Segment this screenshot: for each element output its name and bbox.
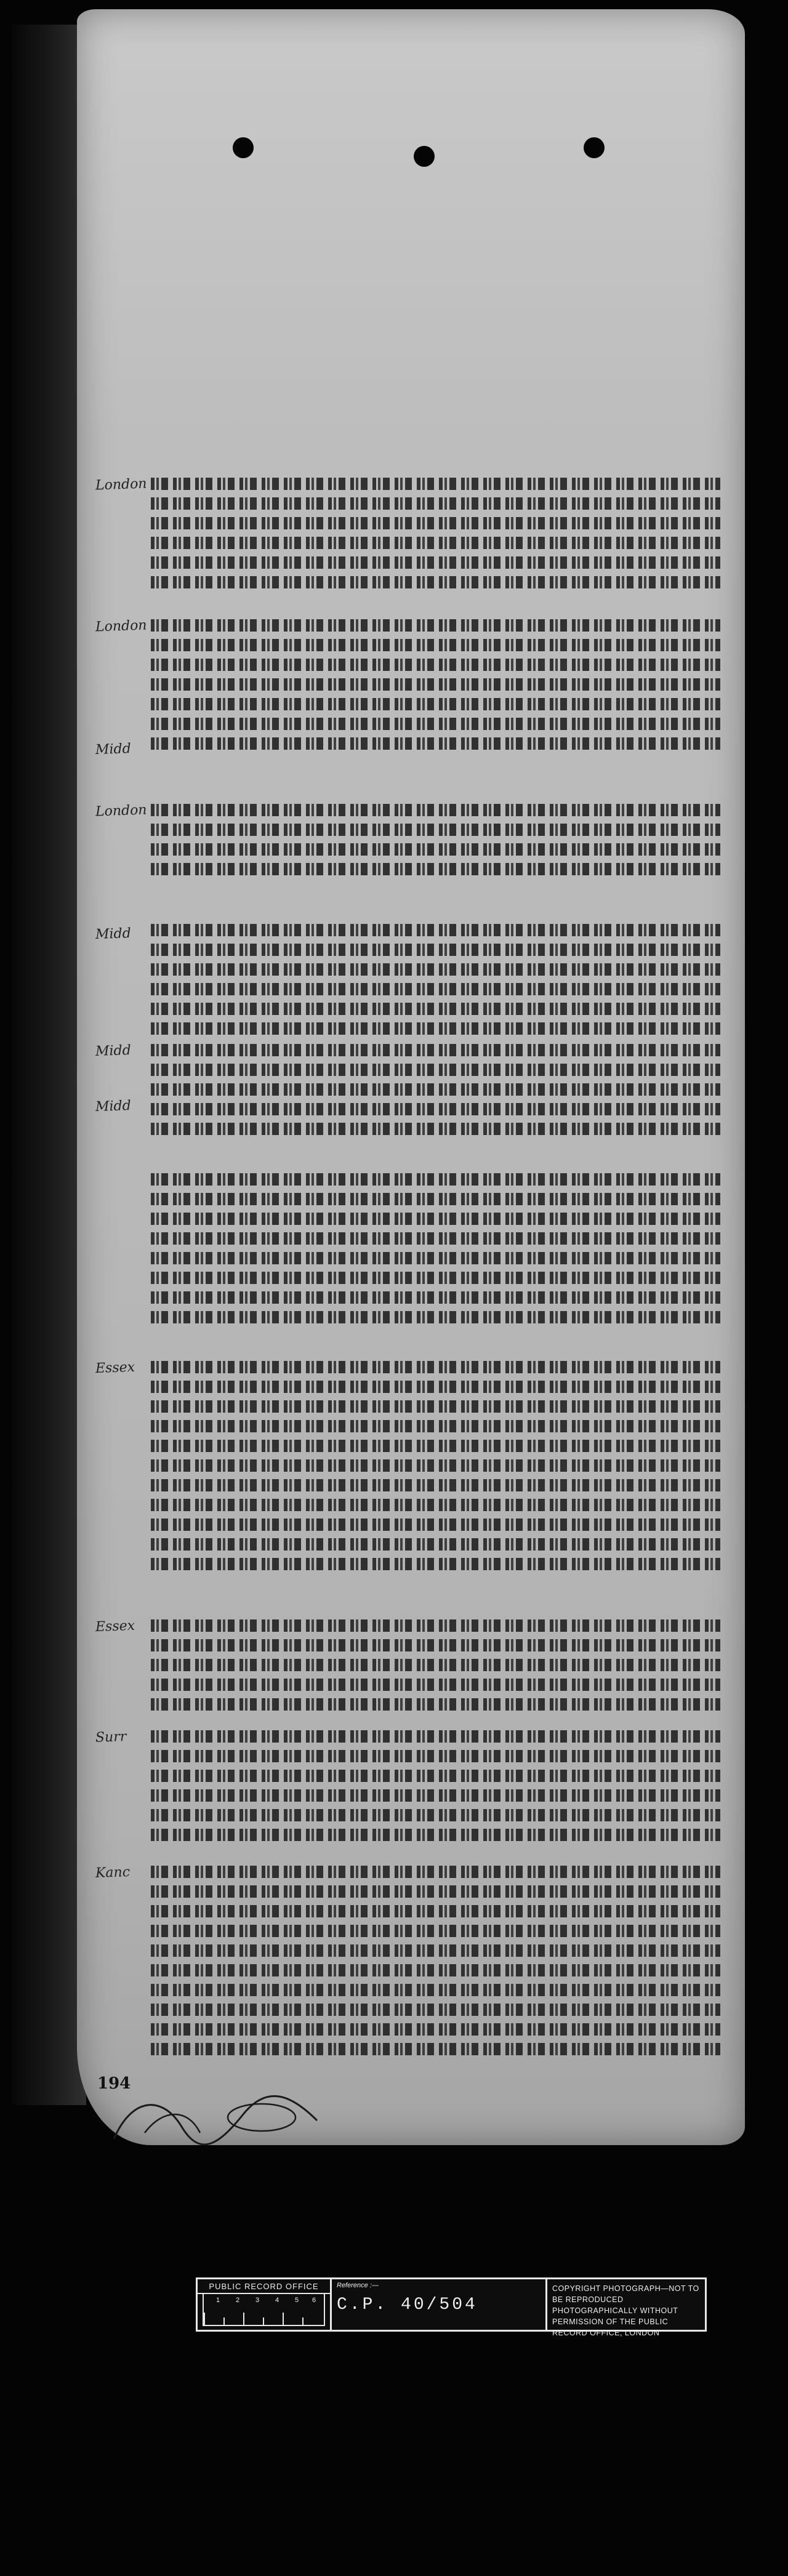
- folio-number: 194: [97, 2074, 131, 2093]
- handwritten-entry: [151, 1616, 720, 1714]
- punch-hole-right: [584, 137, 605, 158]
- reference-caption: Reference :—: [337, 2282, 379, 2289]
- margin-mark: Essex: [95, 1359, 135, 1377]
- ruler-number: 5: [295, 2297, 299, 2304]
- ruler-number: 4: [275, 2297, 279, 2304]
- margin-mark: London: [95, 802, 147, 820]
- margin-mark: Essex: [95, 1618, 135, 1635]
- handwritten-entry: [151, 800, 720, 879]
- reference-number: C.P. 40/504: [337, 2295, 478, 2314]
- margin-mark: Midd: [95, 926, 132, 942]
- margin-mark: Midd: [95, 1043, 132, 1059]
- handwritten-entry: [151, 920, 720, 1038]
- ruler-number: 6: [312, 2297, 316, 2304]
- punch-hole-left: [233, 137, 254, 158]
- pen-flourish: [113, 2095, 318, 2146]
- margin-mark: Midd: [95, 1098, 132, 1115]
- margin-mark: Kanc: [95, 1864, 131, 1881]
- handwritten-entry: [151, 1170, 720, 1327]
- handwritten-entry: [151, 616, 720, 753]
- ruler-number: 1: [216, 2297, 220, 2304]
- copyright-notice: COPYRIGHT PHOTOGRAPH—NOT TO BE REPRODUCE…: [552, 2284, 699, 2337]
- parchment-shadow-edge: [12, 25, 86, 2105]
- ruler-number: 3: [255, 2297, 260, 2304]
- punch-hole-middle: [414, 146, 435, 167]
- margin-mark: Surr: [95, 1729, 127, 1746]
- handwritten-entry: [151, 1357, 720, 1574]
- archive-reference-label: PUBLIC RECORD OFFICE 1 2 3 4 5 6 Referen…: [196, 2277, 707, 2337]
- handwritten-entry: [151, 1727, 720, 1845]
- office-name: PUBLIC RECORD OFFICE: [198, 2279, 330, 2294]
- margin-mark: London: [95, 617, 147, 635]
- margin-mark: Midd: [95, 741, 132, 758]
- handwritten-entry: [151, 474, 720, 592]
- office-ruler-panel: PUBLIC RECORD OFFICE 1 2 3 4 5 6: [198, 2279, 332, 2330]
- reference-panel: Reference :— C.P. 40/504: [332, 2279, 547, 2330]
- handwritten-entry: [151, 1862, 720, 2059]
- handwritten-entry: [151, 1040, 720, 1139]
- ruler-number: 2: [236, 2297, 240, 2304]
- margin-mark: London: [95, 476, 147, 494]
- scale-ruler: 1 2 3 4 5 6: [203, 2293, 325, 2326]
